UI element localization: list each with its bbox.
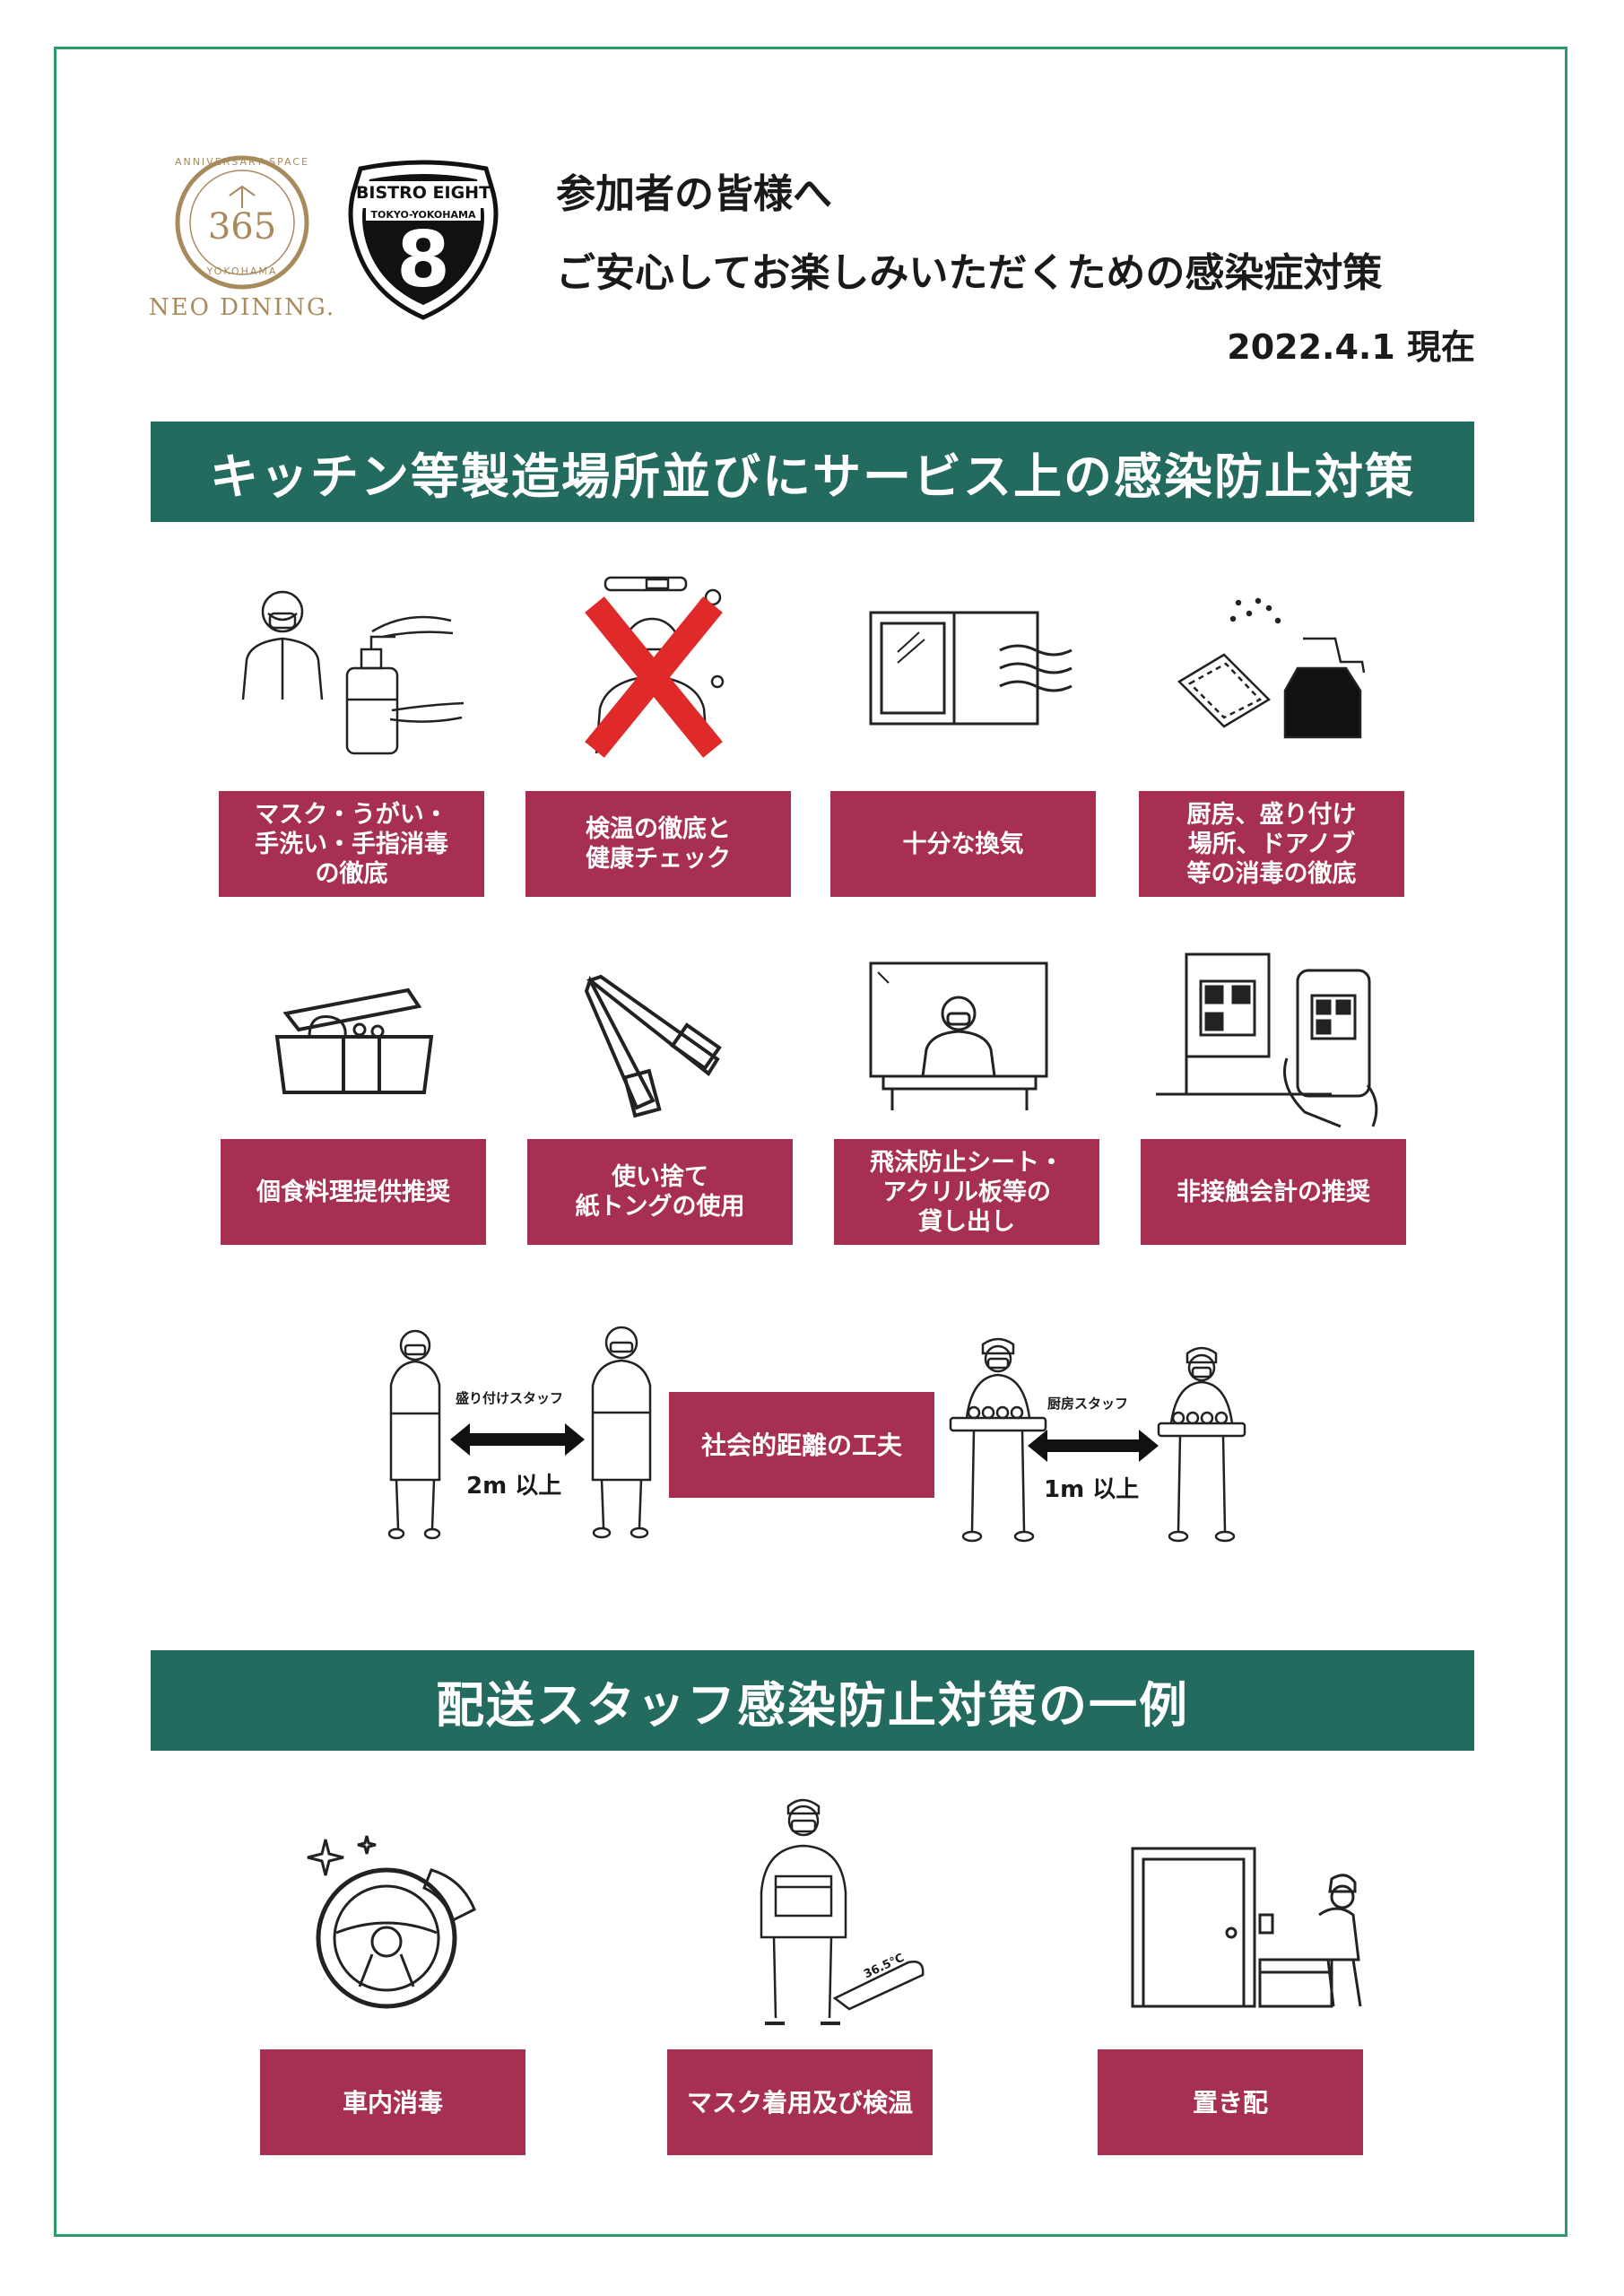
label-car-disinfection: 車内消毒 [260,2049,525,2155]
distance-2m: 2m 以上 [466,1473,562,1500]
bistro-sub: TOKYO-YOKOHAMA [370,209,476,221]
label-disinfection: 厨房、盛り付け 場所、ドアノブ 等の消毒の徹底 [1139,791,1404,897]
steering-wheel-icon [307,1834,489,2013]
serving-staff-right-icon [587,1323,656,1543]
label-hand-hygiene: マスク・うがい・ 手洗い・手指消毒 の徹底 [219,791,484,897]
fever-check-icon [585,574,731,762]
neo-dining-emblem-icon [175,155,309,290]
label-contactless-drop: 置き配 [1098,2049,1363,2155]
bistro-number: 8 [396,215,450,305]
route-shield-icon [348,160,499,320]
bento-box-icon [274,987,435,1103]
header-line2: ご安心してお楽しみいただくための感染症対策 [556,250,1383,296]
label-ventilation: 十分な換気 [830,791,1096,897]
acrylic-partition-icon [865,960,1054,1112]
bistro-name: BISTRO EIGHT [355,183,491,203]
tongs-icon [583,973,726,1118]
page-frame [54,47,1568,2237]
neo-ring-top: ANNIVERSARY SPACE [174,156,310,168]
hand-sanitizer-icon [238,574,471,762]
distance-1m: 1m 以上 [1044,1476,1140,1503]
neo-ring-bottom: YOKOHAMA [206,265,278,277]
kitchen-staff-left-icon [949,1332,1047,1547]
label-fever-check: 検温の徹底と 健康チェック [525,791,791,897]
label-social-distance: 社会的距離の工夫 [669,1392,934,1498]
delivery-staff-icon [749,1794,928,2036]
label-disposable-tongs: 使い捨て 紙トングの使用 [527,1139,793,1245]
serving-staff-left-icon [384,1327,447,1543]
section1-banner: キッチン等製造場所並びにサービス上の感染防止対策 [151,422,1474,522]
label-acrylic-partition: 飛沫防止シート・ アクリル板等の 貸し出し [834,1139,1099,1245]
caption-serving-staff: 盛り付けスタッフ [456,1390,564,1406]
neo-number: 365 [207,206,277,248]
disinfect-spray-icon [1170,583,1376,744]
label-individual-meals: 個食料理提供推奨 [221,1139,486,1245]
caption-kitchen-staff: 厨房スタッフ [1047,1396,1129,1412]
neo-dining-logo: 365 ANNIVERSARY SPACE YOKOHAMA NEO DININ… [143,152,341,332]
bistro-eight-logo: BISTRO EIGHT TOKYO-YOKOHAMA 8 [343,160,504,321]
label-contactless-payment: 非接触会計の推奨 [1141,1139,1406,1245]
header-date: 2022.4.1 現在 [1227,327,1475,367]
header-line1: 参加者の皆様へ [556,171,832,217]
distance-arrow-left-icon [450,1423,585,1456]
door-delivery-icon [1125,1843,1368,2013]
distance-arrow-right-icon [1028,1430,1159,1462]
kitchen-staff-right-icon [1157,1341,1246,1547]
section2-banner: 配送スタッフ感染防止対策の一例 [151,1650,1474,1751]
qr-payment-icon [1152,951,1385,1130]
neo-name: NEO DINING. [148,294,336,321]
ventilation-window-icon [865,605,1090,731]
label-mask-temperature: マスク着用及び検温 [667,2049,933,2155]
